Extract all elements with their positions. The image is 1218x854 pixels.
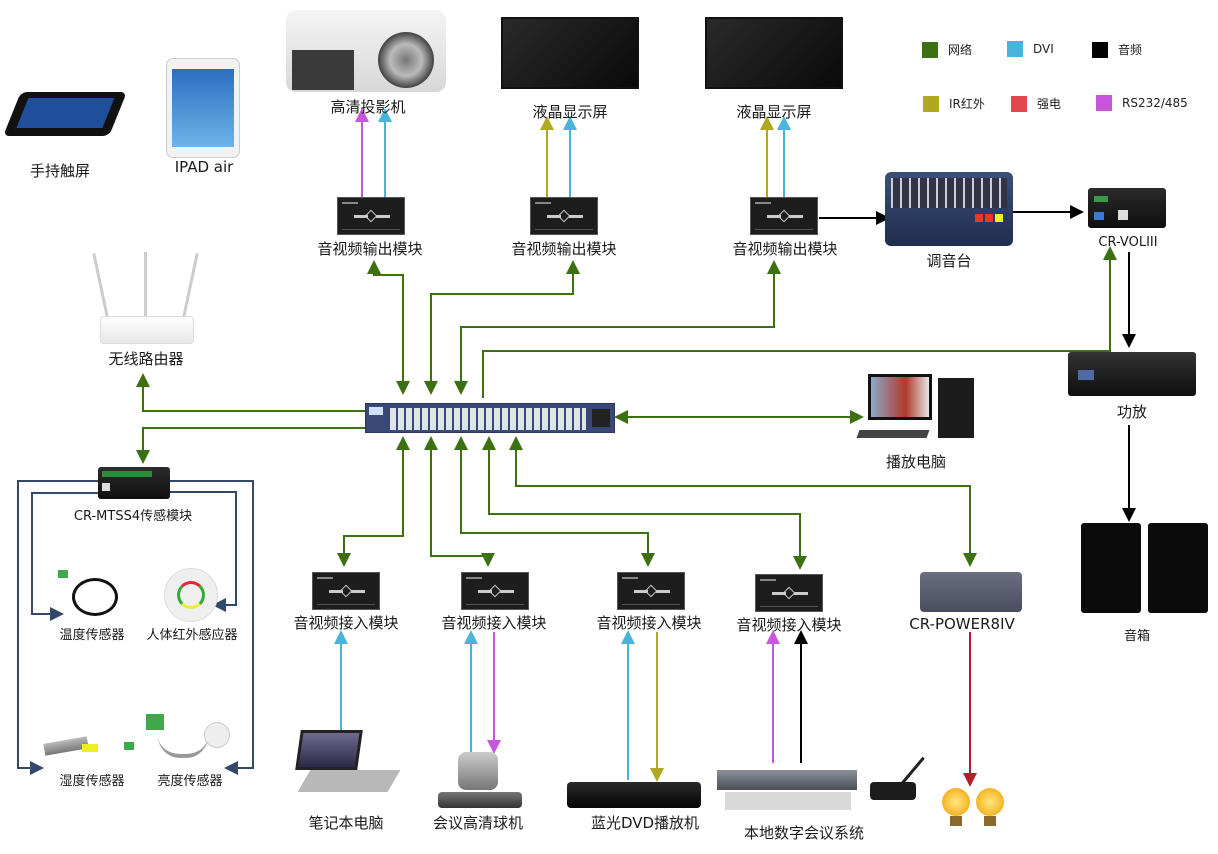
playback-pc-icon bbox=[856, 372, 978, 444]
legend-power: 强电 bbox=[1011, 95, 1061, 112]
net-wire bbox=[509, 436, 977, 567]
projector-label: 高清投影机 bbox=[330, 98, 406, 116]
pir-sensor-icon bbox=[164, 568, 218, 622]
legend-ir: IR红外 bbox=[923, 95, 985, 112]
av-output-module-label: 音视频输出模块 bbox=[732, 240, 838, 258]
net-wire bbox=[454, 260, 781, 395]
sensor-wire bbox=[31, 492, 100, 621]
volume-controller-icon bbox=[1088, 188, 1166, 228]
ptz-camera-label: 会议高清球机 bbox=[432, 814, 524, 832]
light-sensor-label: 亮度传感器 bbox=[157, 774, 223, 789]
light-sensor-icon bbox=[146, 714, 230, 764]
av-input-module-label: 音视频接入模块 bbox=[293, 614, 399, 632]
touch-panel-label: 手持触屏 bbox=[29, 162, 91, 180]
volume-controller-label: CR-VOLIII bbox=[1098, 235, 1158, 250]
legend-dvi: DVI bbox=[1007, 41, 1054, 57]
av-output-module-label: 音视频输出模块 bbox=[511, 240, 617, 258]
net-wire bbox=[337, 436, 410, 567]
legend-audio: 音频 bbox=[1092, 41, 1142, 58]
conference-system-label: 本地数字会议系统 bbox=[743, 824, 865, 842]
lcd-display-icon bbox=[501, 17, 639, 89]
bluray-player-label: 蓝光DVD播放机 bbox=[590, 814, 700, 832]
sensor-wire bbox=[170, 480, 254, 775]
ptz-camera-icon bbox=[438, 752, 522, 810]
sensor-wire bbox=[17, 480, 100, 775]
sensor-wire bbox=[170, 491, 237, 612]
legend-label: IR红外 bbox=[949, 97, 985, 111]
mixer-label: 调音台 bbox=[926, 252, 972, 270]
light-bulb-icon bbox=[976, 788, 1004, 828]
net-wire bbox=[136, 427, 366, 464]
net-wire bbox=[367, 260, 410, 395]
net-wire bbox=[424, 436, 495, 567]
av-input-module-icon bbox=[755, 574, 823, 612]
swatch bbox=[1092, 41, 1108, 58]
sensor-module-label: CR-MTSS4传感模块 bbox=[73, 509, 193, 524]
amplifier-icon bbox=[1068, 352, 1196, 396]
light-bulb-icon bbox=[942, 788, 970, 828]
sensor-module-icon bbox=[98, 467, 170, 499]
legend-label: 音频 bbox=[1118, 43, 1143, 57]
wireless-router-label: 无线路由器 bbox=[108, 350, 184, 368]
laptop-label: 笔记本电脑 bbox=[308, 814, 384, 832]
speaker-icon bbox=[1081, 523, 1141, 613]
ipad-icon bbox=[166, 58, 240, 158]
lcd-display-icon bbox=[705, 17, 843, 89]
av-input-module-icon bbox=[617, 572, 685, 610]
av-output-module-icon bbox=[530, 197, 598, 235]
lcd-display-label: 液晶显示屏 bbox=[736, 103, 812, 121]
bluray-player-icon bbox=[567, 782, 701, 808]
legend-label: 网络 bbox=[948, 43, 973, 57]
legend-label: 强电 bbox=[1037, 97, 1062, 111]
av-output-module-icon bbox=[337, 197, 405, 235]
av-output-module-label: 音视频输出模块 bbox=[317, 240, 423, 258]
touch-panel-icon bbox=[3, 92, 127, 136]
humidity-sensor-label: 湿度传感器 bbox=[59, 774, 125, 789]
temperature-sensor-icon bbox=[58, 568, 120, 616]
legend-label: RS232/485 bbox=[1122, 96, 1188, 110]
av-output-module-icon bbox=[750, 197, 818, 235]
playback-pc-label: 播放电脑 bbox=[885, 453, 947, 471]
av-input-module-label: 音视频接入模块 bbox=[736, 616, 842, 634]
swatch bbox=[1007, 41, 1023, 57]
amplifier-label: 功放 bbox=[1116, 403, 1148, 421]
av-input-module-icon bbox=[461, 572, 529, 610]
wireless-router-icon bbox=[92, 252, 199, 344]
projector-icon bbox=[286, 10, 446, 92]
ipad-label: IPAD air bbox=[174, 158, 234, 176]
microphone-icon bbox=[862, 742, 932, 802]
speaker-icon bbox=[1148, 523, 1208, 613]
swatch bbox=[923, 95, 939, 112]
legend-label: DVI bbox=[1033, 42, 1054, 56]
power-controller-label: CR-POWER8IV bbox=[909, 615, 1015, 633]
legend-network: 网络 bbox=[922, 41, 972, 58]
pir-sensor-label: 人体红外感应器 bbox=[146, 628, 238, 643]
av-input-module-label: 音视频接入模块 bbox=[441, 614, 547, 632]
net-wire bbox=[482, 246, 1117, 398]
mixer-icon bbox=[885, 172, 1013, 246]
net-wire bbox=[136, 373, 366, 412]
av-input-module-label: 音视频接入模块 bbox=[596, 614, 702, 632]
temperature-sensor-label: 温度传感器 bbox=[59, 628, 125, 643]
power-controller-icon bbox=[920, 572, 1022, 612]
av-input-module-icon bbox=[312, 572, 380, 610]
swatch bbox=[1096, 95, 1112, 111]
net-wire bbox=[482, 436, 807, 570]
conference-system-icon bbox=[717, 770, 857, 812]
lcd-display-label: 液晶显示屏 bbox=[532, 103, 608, 121]
swatch bbox=[922, 41, 938, 58]
speakers-label: 音箱 bbox=[1123, 629, 1151, 644]
swatch bbox=[1011, 95, 1027, 112]
legend-rs232: RS232/485 bbox=[1096, 95, 1188, 111]
humidity-sensor-icon bbox=[43, 730, 136, 760]
laptop-icon bbox=[290, 730, 401, 792]
network-switch-icon bbox=[365, 403, 615, 433]
